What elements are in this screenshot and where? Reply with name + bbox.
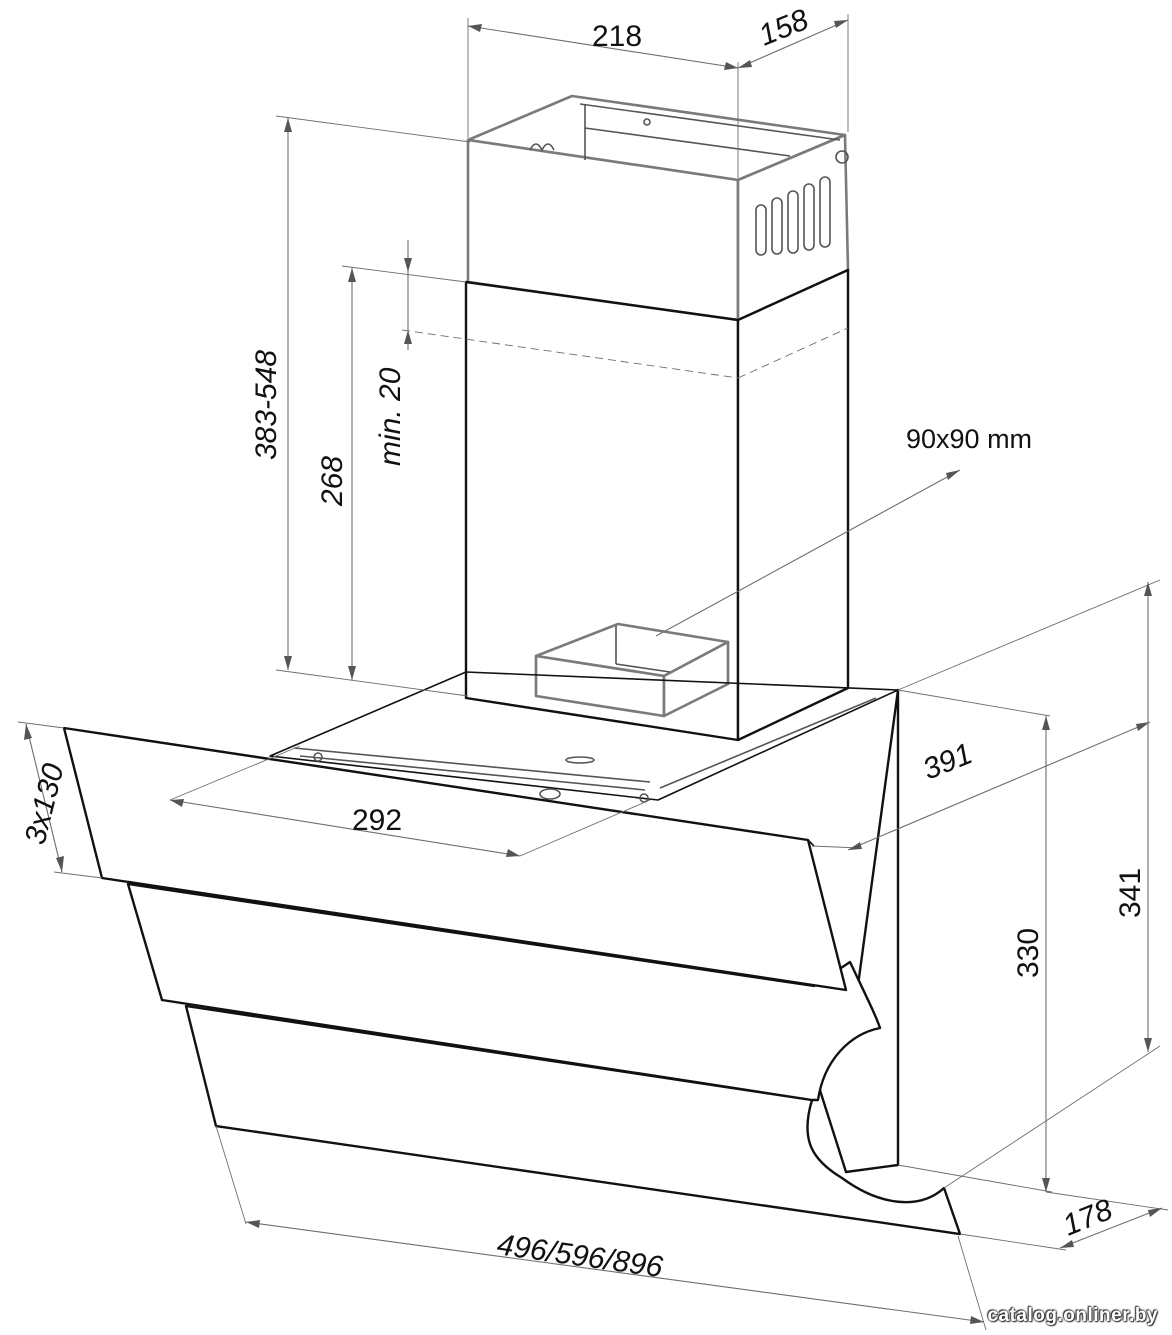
dim-158: 158	[754, 3, 813, 52]
dim-341: 341	[1114, 868, 1147, 918]
upper-duct-cover	[466, 94, 850, 322]
dim-383-548: 383-548	[250, 350, 283, 460]
dim-391: 391	[918, 737, 977, 786]
dim-496-596-896: 496/596/896	[495, 1228, 665, 1284]
dim-268: 268	[316, 456, 349, 507]
dimension-lines	[17, 14, 1169, 1331]
dim-330: 330	[1012, 928, 1045, 978]
outlet-box	[534, 622, 730, 718]
dim-178: 178	[1058, 1193, 1117, 1242]
dim-292: 292	[352, 804, 402, 837]
watermark-text: catalog.onliner.by	[987, 1305, 1158, 1326]
dim-min-20: min. 20	[374, 367, 407, 466]
dim-3x130: 3x130	[19, 760, 71, 848]
hood-body	[62, 671, 962, 1236]
dim-outlet-90x90: 90x90 mm	[906, 424, 1032, 454]
dim-218: 218	[592, 20, 642, 53]
